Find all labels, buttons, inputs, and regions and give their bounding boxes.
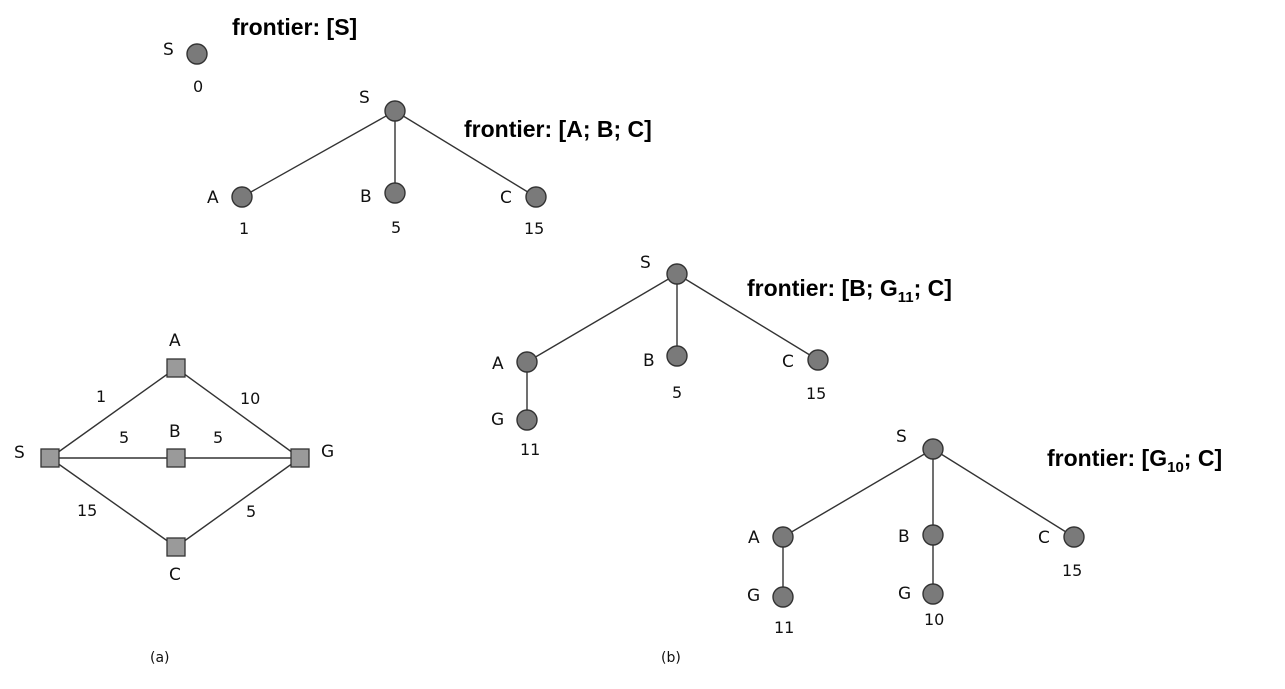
tree3-node-B: [666, 345, 688, 367]
tree2-label-S: S: [359, 88, 370, 108]
tree3-label-A: A: [492, 354, 504, 374]
search-step-4: S A B C G G 15 11 10 frontier: [G10; C]: [747, 427, 1222, 637]
tree3-node-S: [666, 263, 688, 285]
frontier-step-2: frontier: [A; B; C]: [464, 116, 652, 142]
graph-weight-C-G: 5: [246, 502, 256, 521]
graph-edge-S-A: [49, 367, 177, 459]
tree4-label-A: A: [748, 528, 760, 548]
tree3-label-S: S: [640, 253, 651, 273]
frontier-step-4: frontier: [G10; C]: [1047, 445, 1222, 476]
tree4-cost-G-via-A: 11: [774, 618, 794, 637]
caption-b: (b): [661, 650, 681, 666]
tree2-cost-B: 5: [391, 218, 401, 237]
graph-node-S: [40, 448, 60, 468]
tree3-cost-G: 11: [520, 440, 540, 459]
tree3-edge-S-C: [676, 273, 819, 361]
search-step-1: S 0 frontier: [S]: [163, 14, 357, 96]
graph-label-C: C: [169, 565, 181, 585]
tree4-cost-C: 15: [1062, 561, 1082, 580]
tree4-node-G-via-A: [772, 586, 794, 608]
tree2-cost-A: 1: [239, 219, 249, 238]
tree3-node-C: [807, 349, 829, 371]
graph-label-G: G: [321, 442, 334, 462]
search-step-2: S A B C 1 5 15 frontier: [A; B; C]: [207, 88, 652, 238]
tree3-label-G: G: [491, 410, 504, 430]
frontier-step-3-prefix: frontier: [B; G: [747, 275, 898, 301]
tree4-edge-S-C: [932, 448, 1075, 538]
tree4-cost-G-via-B: 10: [924, 610, 944, 629]
tree3-label-B: B: [643, 351, 655, 371]
tree4-node-A: [772, 526, 794, 548]
tree2-label-B: B: [360, 187, 372, 207]
tree4-node-B: [922, 524, 944, 546]
graph-edge-A-G: [175, 367, 301, 459]
graph-weight-S-C: 15: [77, 501, 97, 520]
tree4-node-S: [922, 438, 944, 460]
tree2-node-C: [525, 186, 547, 208]
tree3-cost-C: 15: [806, 384, 826, 403]
frontier-step-4-prefix: frontier: [G: [1047, 445, 1167, 471]
graph-label-S: S: [14, 443, 25, 463]
tree3-edge-S-A: [526, 273, 678, 363]
frontier-step-3-subscript: 11: [898, 289, 914, 306]
graph-weight-B-G: 5: [213, 428, 223, 447]
weighted-graph: S A B C G 1 10 5 5 15 5 (a): [14, 331, 334, 666]
caption-a: (a): [150, 650, 170, 666]
tree2-node-A: [231, 186, 253, 208]
tree2-label-C: C: [500, 188, 512, 208]
frontier-step-1: frontier: [S]: [232, 14, 357, 40]
tree2-edge-S-C: [394, 110, 537, 198]
graph-weight-A-G: 10: [240, 389, 260, 408]
tree4-edge-S-A: [782, 448, 934, 538]
search-step-3: S A B C G 5 15 11 frontier: [B; G11; C]: [491, 253, 952, 459]
tree3-label-C: C: [782, 352, 794, 372]
tree1-cost-S: 0: [193, 77, 203, 96]
tree3-node-A: [516, 351, 538, 373]
graph-node-A: [166, 358, 186, 378]
tree4-node-C: [1063, 526, 1085, 548]
tree4-label-G-via-B: G: [898, 584, 911, 604]
tree2-node-S: [384, 100, 406, 122]
graph-weight-S-B: 5: [119, 428, 129, 447]
graph-node-B: [166, 448, 186, 468]
tree4-node-G-via-B: [922, 583, 944, 605]
tree4-label-C: C: [1038, 528, 1050, 548]
tree2-label-A: A: [207, 188, 219, 208]
tree3-cost-B: 5: [672, 383, 682, 402]
graph-label-B: B: [169, 422, 181, 442]
graph-node-C: [166, 537, 186, 557]
graph-edge-C-G: [175, 457, 301, 548]
tree3-node-G: [516, 409, 538, 431]
tree2-cost-C: 15: [524, 219, 544, 238]
tree1-label-S: S: [163, 40, 174, 60]
tree4-label-G-via-A: G: [747, 586, 760, 606]
tree1-node-S: [186, 43, 208, 65]
frontier-step-3: frontier: [B; G11; C]: [747, 275, 952, 306]
tree4-label-B: B: [898, 527, 910, 547]
frontier-step-4-subscript: 10: [1167, 459, 1184, 476]
graph-edge-S-C: [49, 457, 177, 548]
frontier-step-4-suffix: ; C]: [1184, 445, 1222, 471]
graph-node-G: [290, 448, 310, 468]
tree2-edge-S-A: [241, 110, 396, 198]
graph-label-A: A: [169, 331, 181, 351]
graph-weight-S-A: 1: [96, 387, 106, 406]
tree2-node-B: [384, 182, 406, 204]
frontier-step-3-suffix: ; C]: [914, 275, 952, 301]
tree4-label-S: S: [896, 427, 907, 447]
